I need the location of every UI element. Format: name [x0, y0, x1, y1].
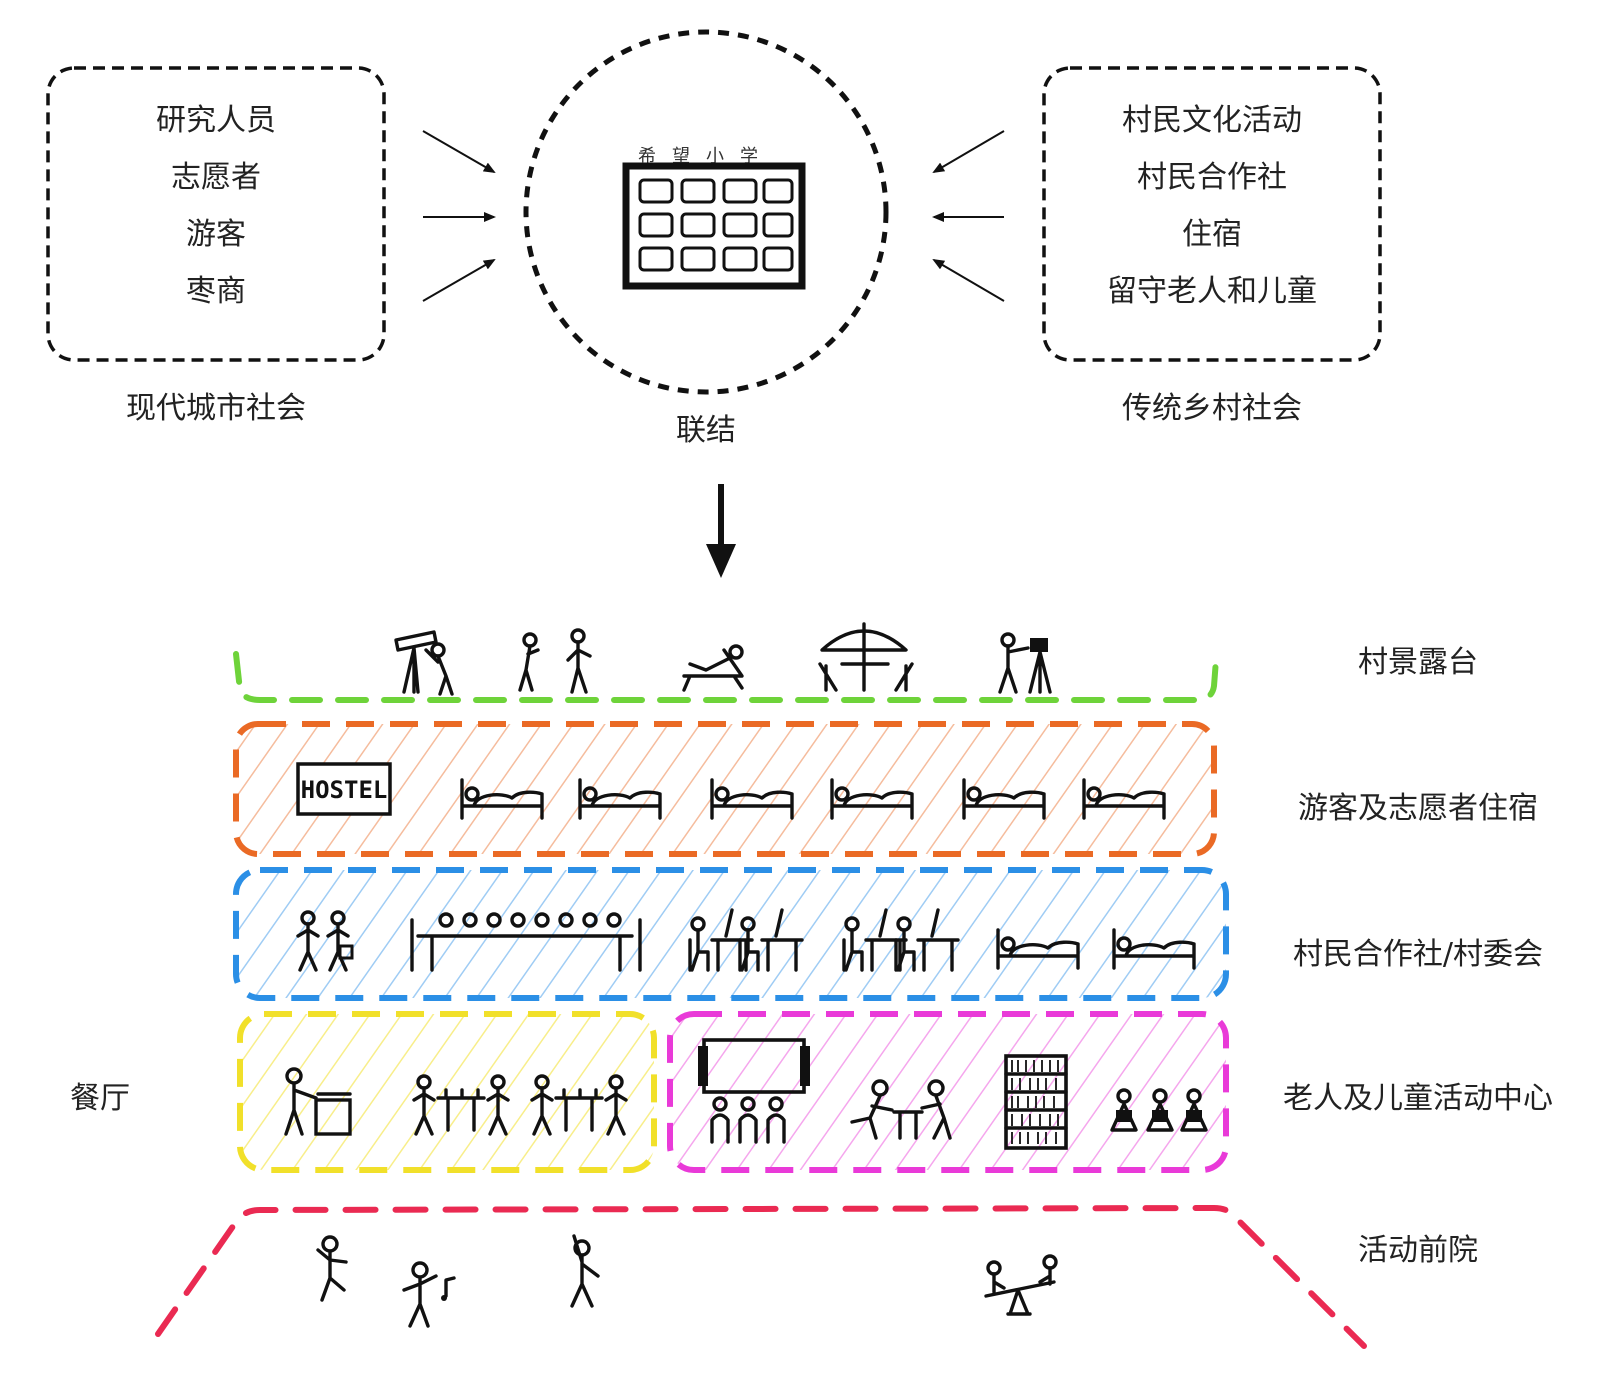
label-center: 老人及儿童活动中心	[1283, 1081, 1553, 1116]
telescope-icon	[394, 630, 454, 696]
reading-children-icon	[1110, 1088, 1208, 1132]
right-item-4: 留守老人和儿童	[1107, 274, 1317, 309]
dancer-icon	[570, 1234, 600, 1308]
zone-courtyard: 活动前院	[155, 1204, 1478, 1349]
camera-tripod-icon	[998, 632, 1052, 694]
left-item-3: 游客	[186, 217, 246, 252]
left-item-4: 枣商	[186, 274, 246, 309]
left-arrows	[422, 130, 496, 302]
right-item-3: 住宿	[1182, 217, 1242, 252]
school-sign: 希望小学	[638, 146, 774, 167]
projector-screen-icon	[698, 1038, 810, 1094]
zone-restaurant: 餐厅	[70, 1011, 657, 1173]
umbrella-table-icon	[818, 622, 914, 692]
dining-table-icon	[412, 1074, 510, 1136]
dancer-icon	[402, 1261, 456, 1328]
photographer-icon	[518, 628, 592, 694]
lounger-icon	[682, 644, 744, 692]
zone-center: 老人及儿童活动中心	[667, 1011, 1553, 1173]
zone-cooperative: 村民合作社/村委会	[233, 867, 1543, 1001]
hostel-sign-icon: HOSTEL	[296, 762, 392, 816]
right-item-1: 村民文化活动	[1122, 103, 1302, 138]
dancer-icon	[316, 1235, 348, 1302]
chess-players-icon	[850, 1079, 952, 1140]
school-building-icon: 希望小学	[622, 146, 806, 290]
cook-icon	[284, 1067, 352, 1136]
label-cooperative: 村民合作社/村委会	[1293, 937, 1543, 972]
link-circle	[523, 29, 889, 395]
left-box	[46, 66, 386, 362]
seesaw-icon	[984, 1254, 1058, 1316]
right-arrows	[932, 130, 1005, 302]
left-item-2: 志愿者	[171, 160, 261, 195]
zone-lodging: HOSTEL 游客及志愿者住宿	[233, 721, 1538, 857]
label-restaurant: 餐厅	[70, 1081, 130, 1116]
meeting-table-icon	[410, 912, 642, 972]
hostel-sign: HOSTEL	[301, 776, 388, 804]
label-lodging: 游客及志愿者住宿	[1298, 791, 1538, 826]
left-item-1: 研究人员	[156, 103, 276, 138]
dining-table-icon	[530, 1074, 628, 1136]
bookshelf-icon	[1004, 1054, 1068, 1150]
label-courtyard: 活动前院	[1358, 1233, 1478, 1268]
right-item-2: 村民合作社	[1137, 160, 1287, 195]
center-caption: 联结	[676, 413, 736, 448]
zone-terrace: 村景露台	[233, 622, 1478, 703]
left-caption: 现代城市社会	[126, 391, 306, 426]
handshake-icon	[296, 910, 354, 972]
label-terrace: 村景露台	[1358, 645, 1478, 680]
audience-icon	[710, 1096, 786, 1144]
right-box	[1042, 66, 1382, 362]
right-caption: 传统乡村社会	[1122, 391, 1302, 426]
down-arrow	[706, 484, 736, 578]
